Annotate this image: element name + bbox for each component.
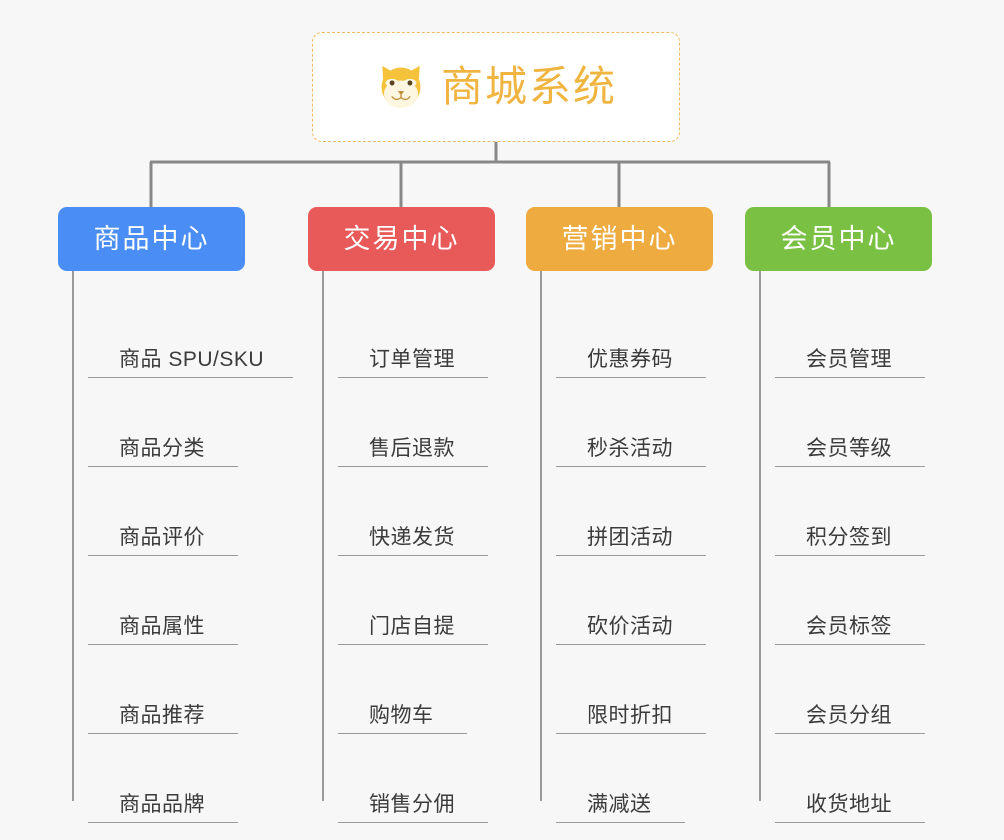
leaf-item[interactable]: 会员标签 [760,556,932,645]
leaf-item-underline [88,555,238,556]
leaf-item-underline [556,555,706,556]
leaf-item-underline [775,555,925,556]
leaf-item[interactable]: 商品推荐 [73,645,264,734]
leaf-list: 优惠券码秒杀活动拼团活动砍价活动限时折扣满减送 [541,271,713,823]
leaf-item[interactable]: 商品 SPU/SKU [73,289,293,378]
leaf-item-underline [556,733,706,734]
category-label: 营销中心 [561,223,678,254]
leaf-list: 商品 SPU/SKU 商品分类商品评价商品属性商品推荐商品品牌 [73,271,293,823]
category-column-3: 营销中心优惠券码秒杀活动拼团活动砍价活动限时折扣满减送 [526,207,713,823]
leaf-item-label: 购物车 [369,704,434,727]
leaf-item-underline [338,377,488,378]
root-title: 商城系统 [440,63,617,110]
shiba-dog-face-icon [381,65,421,109]
category-box-1[interactable]: 商品中心 [58,207,245,271]
leaf-item-label: 快递发货 [369,526,455,549]
leaf-item[interactable]: 优惠券码 [541,289,713,378]
root-node[interactable]: 商城系统 [312,32,680,142]
leaf-item-underline [88,377,293,378]
leaf-item[interactable]: 拼团活动 [541,467,713,556]
leaf-item-label: 秒杀活动 [587,437,673,460]
leaf-item[interactable]: 限时折扣 [541,645,713,734]
leaf-item-label: 会员管理 [806,348,892,371]
leaf-item-underline [338,555,488,556]
leaf-item[interactable]: 商品分类 [73,378,264,467]
leaf-item-underline [775,733,925,734]
leaf-item-label: 积分签到 [806,526,892,549]
leaf-item-label: 优惠券码 [587,348,673,371]
leaf-item-label: 拼团活动 [587,526,673,549]
leaf-item-underline [88,822,238,823]
leaf-item-label: 满减送 [587,793,652,816]
leaf-item[interactable]: 售后退款 [323,378,495,467]
leaf-item-label: 砍价活动 [587,615,673,638]
leaf-item-underline [338,733,467,734]
leaf-item-underline [88,733,238,734]
leaf-item-underline [775,377,925,378]
category-column-4: 会员中心会员管理会员等级积分签到会员标签会员分组收货地址 [745,207,932,823]
leaf-item-label: 订单管理 [369,348,455,371]
leaf-item-label: 会员分组 [806,704,892,727]
leaf-item[interactable]: 会员分组 [760,645,932,734]
leaf-list: 订单管理售后退款快递发货门店自提购物车销售分佣 [323,271,495,823]
leaf-item-label: 门店自提 [369,615,455,638]
leaf-item[interactable]: 会员等级 [760,378,932,467]
leaf-item-label: 商品推荐 [119,704,205,727]
leaf-item-label: 会员等级 [806,437,892,460]
leaf-item[interactable]: 会员管理 [760,289,932,378]
leaf-item-label: 商品评价 [119,526,205,549]
leaf-item-underline [556,466,706,467]
leaf-item-label: 售后退款 [369,437,455,460]
leaf-item-underline [556,822,685,823]
leaf-item[interactable]: 秒杀活动 [541,378,713,467]
leaf-item[interactable]: 商品品牌 [73,734,264,823]
leaf-list: 会员管理会员等级积分签到会员标签会员分组收货地址 [760,271,932,823]
leaf-item[interactable]: 收货地址 [760,734,932,823]
category-box-4[interactable]: 会员中心 [745,207,932,271]
category-label: 会员中心 [780,223,897,254]
leaf-item-underline [556,644,706,645]
category-label: 商品中心 [93,223,210,254]
leaf-item-underline [338,644,488,645]
leaf-item[interactable]: 门店自提 [323,556,495,645]
leaf-item[interactable]: 销售分佣 [323,734,495,823]
category-box-3[interactable]: 营销中心 [526,207,713,271]
leaf-item[interactable]: 购物车 [323,645,495,734]
category-column-2: 交易中心订单管理售后退款快递发货门店自提购物车销售分佣 [308,207,495,823]
leaf-item-underline [88,644,238,645]
leaf-item-label: 商品属性 [119,615,205,638]
leaf-item[interactable]: 商品属性 [73,556,264,645]
leaf-item[interactable]: 砍价活动 [541,556,713,645]
leaf-item-label: 商品品牌 [119,793,205,816]
leaf-item-underline [556,377,706,378]
leaf-item-label: 会员标签 [806,615,892,638]
leaf-item[interactable]: 快递发货 [323,467,495,556]
leaf-item-underline [775,466,925,467]
leaf-item-underline [775,822,925,823]
leaf-item-underline [88,466,238,467]
leaf-item-label: 商品分类 [119,437,205,460]
leaf-item-underline [338,822,488,823]
category-label: 交易中心 [343,223,460,254]
leaf-item[interactable]: 订单管理 [323,289,495,378]
leaf-item-label: 收货地址 [806,793,892,816]
leaf-item[interactable]: 满减送 [541,734,713,823]
category-column-1: 商品中心商品 SPU/SKU 商品分类商品评价商品属性商品推荐商品品牌 [58,207,293,823]
leaf-item-underline [775,644,925,645]
leaf-item[interactable]: 积分签到 [760,467,932,556]
leaf-item-label: 销售分佣 [369,793,455,816]
category-box-2[interactable]: 交易中心 [308,207,495,271]
leaf-item-label: 商品 SPU/SKU [119,348,265,371]
leaf-item-underline [338,466,488,467]
leaf-item-label: 限时折扣 [587,704,673,727]
leaf-item[interactable]: 商品评价 [73,467,264,556]
